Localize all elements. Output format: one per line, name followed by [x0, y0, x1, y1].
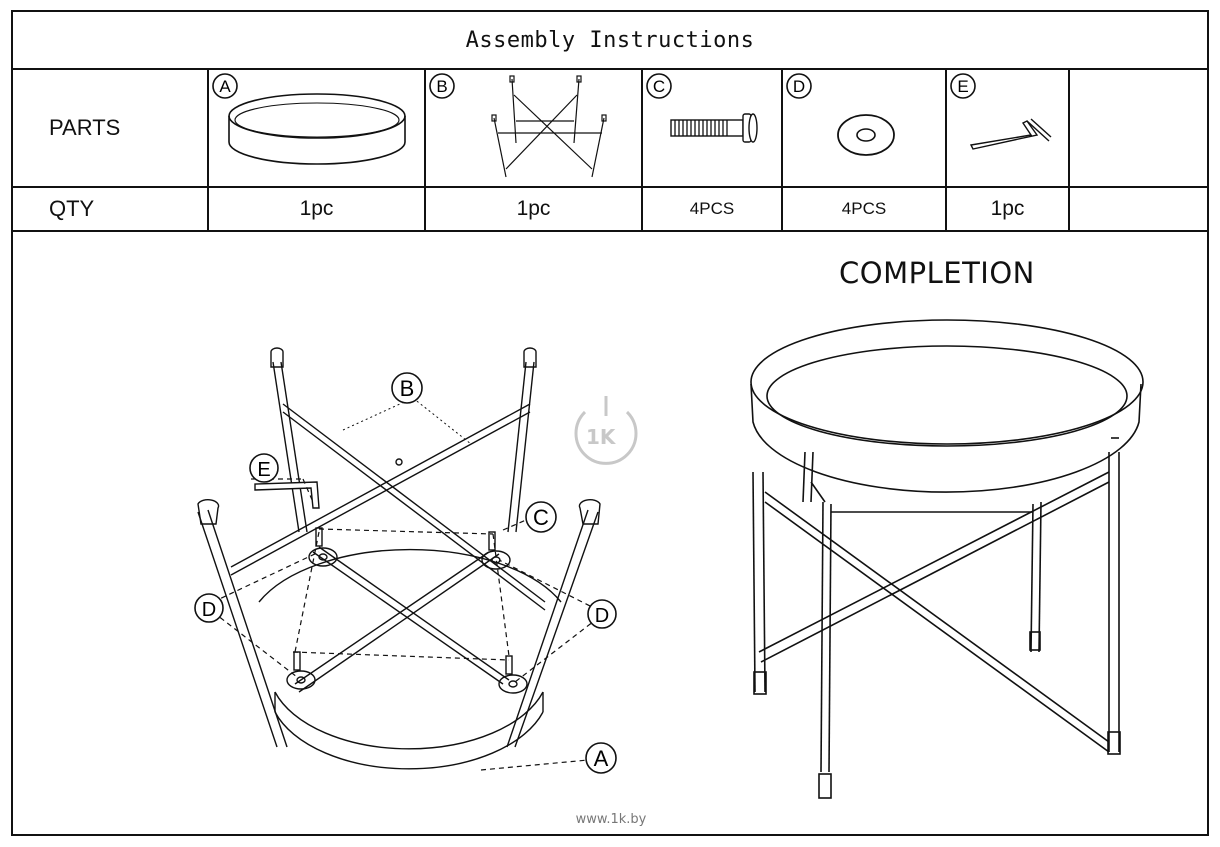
- parts-table: PARTS A B: [13, 70, 1209, 233]
- empty-qty-cell: [1068, 185, 1209, 233]
- qty-label: QTY: [13, 185, 209, 233]
- tray-ring-icon: [227, 93, 406, 165]
- qty-e: 1pc: [945, 185, 1070, 233]
- svg-text:D: D: [793, 77, 805, 96]
- bolt-icon: [670, 113, 758, 143]
- qty-row: QTY 1pc 1pc 4PCS 4PCS 1pc: [13, 185, 1209, 233]
- completion-label: COMPLETION: [839, 256, 1035, 290]
- svg-text:C: C: [533, 505, 549, 530]
- allen-key-icon: [969, 118, 1051, 150]
- callout-a: A: [585, 742, 617, 774]
- part-a-badge: A: [212, 73, 238, 99]
- frame-leader: [342, 397, 472, 445]
- washer-icon: [837, 113, 895, 156]
- part-b-badge: B: [429, 73, 455, 99]
- part-d-cell: D: [781, 70, 947, 188]
- svg-text:1K: 1K: [586, 425, 617, 449]
- qty-c: 4PCS: [641, 185, 783, 233]
- part-a-cell: A: [207, 70, 426, 188]
- svg-text:B: B: [436, 77, 447, 96]
- watermark-url: www.1k.by: [575, 812, 647, 827]
- parts-label: PARTS: [13, 70, 209, 188]
- svg-text:D: D: [202, 599, 216, 621]
- callout-c: C: [525, 501, 557, 533]
- svg-text:A: A: [594, 746, 609, 771]
- svg-text:E: E: [957, 77, 968, 96]
- qty-d: 4PCS: [781, 185, 947, 233]
- svg-text:E: E: [257, 459, 270, 481]
- empty-part-cell: [1068, 70, 1209, 188]
- part-c-cell: C: [641, 70, 783, 188]
- parts-row: PARTS A B: [13, 70, 1209, 188]
- svg-text:A: A: [219, 77, 231, 96]
- folding-frame-icon: [490, 75, 607, 177]
- part-e-cell: E: [945, 70, 1070, 188]
- part-b-cell: B: [424, 70, 643, 188]
- exploded-view: [197, 347, 601, 770]
- completed-table-drawing: [750, 319, 1144, 799]
- callout-d-left: D: [194, 593, 224, 623]
- instruction-sheet: Assembly Instructions PARTS A: [11, 10, 1209, 836]
- qty-b: 1pc: [424, 185, 643, 233]
- watermark-logo: 1K: [574, 396, 638, 465]
- svg-text:B: B: [400, 376, 415, 401]
- callout-e: E: [249, 453, 279, 483]
- part-c-badge: C: [646, 73, 672, 99]
- qty-a: 1pc: [207, 185, 426, 233]
- callout-b: B: [391, 372, 423, 404]
- svg-text:D: D: [595, 605, 609, 627]
- assembly-drawing: 1K: [194, 319, 1144, 799]
- part-d-badge: D: [786, 73, 812, 99]
- part-e-badge: E: [950, 73, 976, 99]
- page-title: Assembly Instructions: [13, 12, 1207, 70]
- svg-text:C: C: [653, 77, 665, 96]
- callout-d-right: D: [587, 599, 617, 629]
